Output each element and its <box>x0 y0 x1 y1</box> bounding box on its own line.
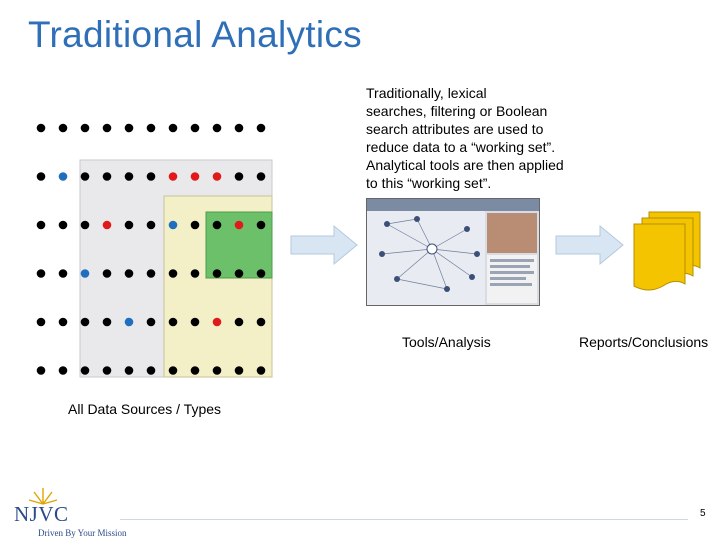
data-dot <box>102 220 112 230</box>
data-dot <box>190 366 200 375</box>
data-dot <box>234 172 244 181</box>
data-dot <box>58 317 68 327</box>
description-text: Traditionally, lexical searches, filteri… <box>366 84 628 192</box>
data-dot <box>212 366 222 375</box>
data-dot <box>146 172 156 181</box>
data-dot <box>146 220 156 230</box>
data-dot <box>168 366 178 375</box>
data-dot <box>102 366 112 375</box>
data-dot <box>256 269 266 278</box>
data-dot <box>80 269 90 278</box>
data-dot <box>102 269 112 278</box>
data-dot <box>168 269 178 278</box>
data-dot <box>234 123 244 133</box>
arrow-to-reports <box>555 224 624 266</box>
data-dot <box>36 220 46 230</box>
data-dot <box>58 172 68 181</box>
reports-caption: Reports/Conclusions <box>579 334 709 350</box>
description-line: searches, filtering or Boolean <box>366 103 548 119</box>
data-dot <box>80 366 90 375</box>
data-dot <box>102 317 112 327</box>
description-line: Analytical tools are then applied <box>366 157 564 173</box>
data-dot <box>168 172 178 181</box>
data-dot <box>124 366 134 375</box>
reports-document-stack <box>633 211 701 291</box>
data-dot <box>102 172 112 181</box>
data-dot <box>234 220 244 230</box>
data-dot <box>212 269 222 278</box>
data-dot <box>168 220 178 230</box>
data-dot <box>80 123 90 133</box>
data-dot <box>146 317 156 327</box>
data-dot <box>58 366 68 375</box>
data-dot <box>190 317 200 327</box>
description-line: Traditionally, lexical <box>366 85 487 101</box>
data-dot <box>146 366 156 375</box>
data-dot <box>36 123 46 133</box>
data-dot <box>58 269 68 278</box>
data-dot <box>80 220 90 230</box>
data-dot <box>124 269 134 278</box>
data-dot <box>124 220 134 230</box>
data-dot <box>36 172 46 181</box>
data-dot <box>256 317 266 327</box>
description-line: search attributes are used to <box>366 121 544 137</box>
description-line: reduce data to a “working set”. <box>366 139 556 155</box>
data-dot <box>168 123 178 133</box>
data-dot <box>124 123 134 133</box>
data-dot <box>256 220 266 230</box>
data-dot <box>124 172 134 181</box>
data-dot <box>146 269 156 278</box>
logo-name: NJVC <box>14 502 69 526</box>
slide-title: Traditional Analytics <box>28 14 362 55</box>
data-dot <box>212 220 222 230</box>
data-dot <box>36 269 46 278</box>
arrow-to-tools <box>290 224 358 266</box>
data-dot <box>190 220 200 230</box>
data-dot <box>124 317 134 327</box>
data-dot <box>36 317 46 327</box>
data-dot <box>256 172 266 181</box>
data-dot <box>234 269 244 278</box>
tools-caption: Tools/Analysis <box>402 334 491 350</box>
data-dot <box>80 172 90 181</box>
data-dot <box>234 366 244 375</box>
network-graph-image <box>367 199 539 305</box>
data-dot <box>146 123 156 133</box>
data-dot <box>168 317 178 327</box>
data-dot <box>36 366 46 375</box>
data-dot <box>190 269 200 278</box>
data-dot <box>234 317 244 327</box>
data-dot <box>80 317 90 327</box>
page-number: 5 <box>700 508 706 519</box>
data-dot <box>102 123 112 133</box>
data-dot <box>190 172 200 181</box>
data-dot <box>58 123 68 133</box>
data-dot <box>190 123 200 133</box>
logo-tagline: Driven By Your Mission <box>38 528 127 538</box>
data-dot <box>256 366 266 375</box>
analysis-tool-screenshot <box>366 198 540 306</box>
data-sources-caption: All Data Sources / Types <box>68 401 222 417</box>
data-dot-grid <box>36 123 266 375</box>
data-dot <box>212 172 222 181</box>
footer-divider <box>120 519 688 520</box>
data-dot <box>212 123 222 133</box>
data-dot <box>212 317 222 327</box>
njvc-logo-mark <box>28 488 58 505</box>
description-line: to this “working set”. <box>366 175 492 191</box>
data-dot <box>256 123 266 133</box>
data-dot <box>58 220 68 230</box>
